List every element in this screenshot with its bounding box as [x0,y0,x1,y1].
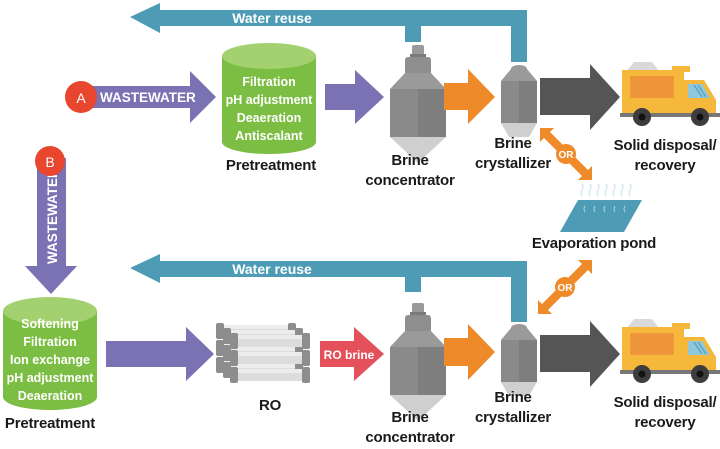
water-reuse-arrow-a: Water reuse [130,3,527,62]
wastewater-input-arrow-a: WASTEWATER [80,71,216,123]
flow-arrow-b3 [540,321,620,387]
ro-brine-arrow: RO brine [320,327,384,381]
or-arrow-top: OR [540,128,592,180]
solid-disposal-caption-a1: Solid disposal/ [614,137,718,154]
brine-crystallizer-caption-a2: crystallizer [475,155,551,172]
evaporation-pond-caption: Evaporation pond [532,235,656,252]
water-reuse-label-b: Water reuse [232,261,312,277]
badge-b: B [35,146,65,176]
flow-arrow-a3 [540,64,620,130]
flow-arrow-a2 [444,69,495,124]
pretreatment-step: Antiscalant [235,129,303,143]
brine-concentrator-caption-a1: Brine [391,152,428,169]
brine-concentrator-a [390,45,446,163]
solid-disposal-caption-b1: Solid disposal/ [614,394,718,411]
brine-crystallizer-caption-b1: Brine [494,389,531,406]
pretreatment-step: Deaeration [18,389,83,403]
brine-concentrator-caption-b1: Brine [391,409,428,426]
flow-arrow-a1 [325,70,384,124]
pretreatment-step: Filtration [23,335,76,349]
svg-text:A: A [76,90,86,106]
badge-a: A [65,81,97,113]
brine-crystallizer-caption-b2: crystallizer [475,409,551,426]
water-reuse-arrow-b: Water reuse [130,254,527,322]
evaporation-pond-icon [560,183,642,232]
water-reuse-label-a: Water reuse [232,10,312,26]
flow-arrow-b1 [106,327,214,381]
brine-crystallizer-a [501,65,537,137]
pretreatment-tank-a: Filtration pH adjustment Deaeration Anti… [222,43,316,154]
solid-disposal-caption-a2: recovery [635,157,697,174]
pretreatment-step: Filtration [242,75,295,89]
wastewater-label-a: WASTEWATER [100,90,196,105]
svg-text:B: B [45,154,54,170]
dump-truck-icon-a [620,61,720,127]
brine-crystallizer-b [501,324,537,396]
brine-concentrator-caption-a2: concentrator [365,172,455,189]
dump-truck-icon-b [620,318,720,384]
pretreatment-step: Ion exchange [10,353,90,367]
pretreatment-tank-b: Softening Filtration Ion exchange pH adj… [3,297,97,410]
flow-arrow-b2 [444,324,495,380]
solid-disposal-caption-b2: recovery [635,414,697,431]
pretreatment-step: Softening [21,317,79,331]
wastewater-label-b: WASTEWATER [45,168,60,264]
brine-concentrator-b [390,303,446,421]
brine-concentrator-caption-b2: concentrator [365,429,455,446]
pretreatment-step: pH adjustment [7,371,95,385]
brine-crystallizer-caption-a1: Brine [494,135,531,152]
pretreatment-step: Deaeration [237,111,302,125]
or-label-bottom: OR [558,283,574,294]
pretreatment-caption-a: Pretreatment [226,157,316,174]
ro-membrane-icon [216,323,310,383]
ro-caption: RO [259,397,282,414]
ro-brine-label: RO brine [324,348,375,362]
or-label-top: OR [559,150,575,161]
wastewater-input-arrow-b: WASTEWATER [25,158,77,294]
or-arrow-bottom: OR [538,260,592,314]
pretreatment-caption-b: Pretreatment [5,415,95,432]
pretreatment-step: pH adjustment [226,93,314,107]
